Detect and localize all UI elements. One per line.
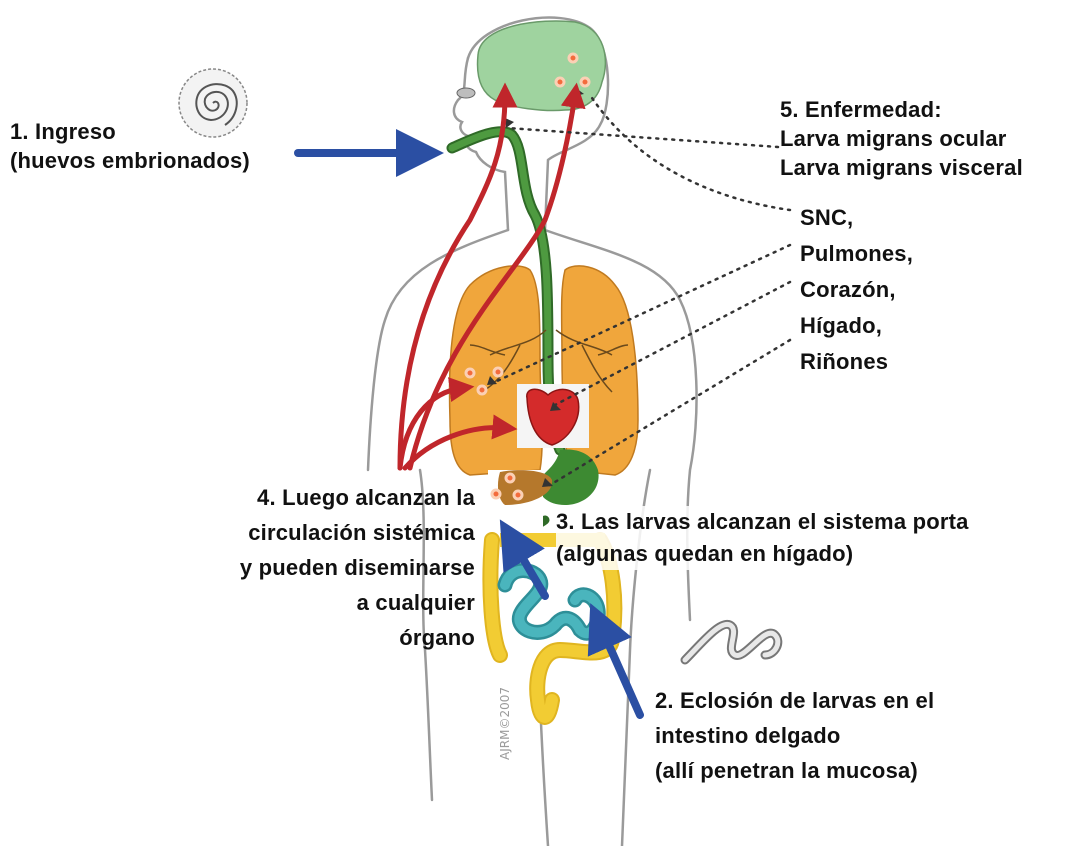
- label-organos: SNC, Pulmones, Corazón, Hígado, Riñones: [800, 200, 913, 380]
- label-eclosion: 2. Eclosión de larvas en el intestino de…: [655, 683, 934, 788]
- brain: [478, 21, 606, 111]
- eye: [457, 88, 475, 98]
- label-porta: 3. Las larvas alcanzan el sistema porta …: [556, 506, 977, 570]
- label-ingreso: 1. Ingreso (huevos embrionados): [10, 117, 250, 175]
- label-enfermedad: 5. Enfermedad: Larva migrans ocular Larv…: [780, 95, 1023, 182]
- larva-worm-icon: [685, 624, 778, 660]
- copyright-watermark: AJRM©2007: [498, 687, 512, 760]
- label-circulacion: 4. Luego alcanzan la circulación sistémi…: [240, 480, 475, 655]
